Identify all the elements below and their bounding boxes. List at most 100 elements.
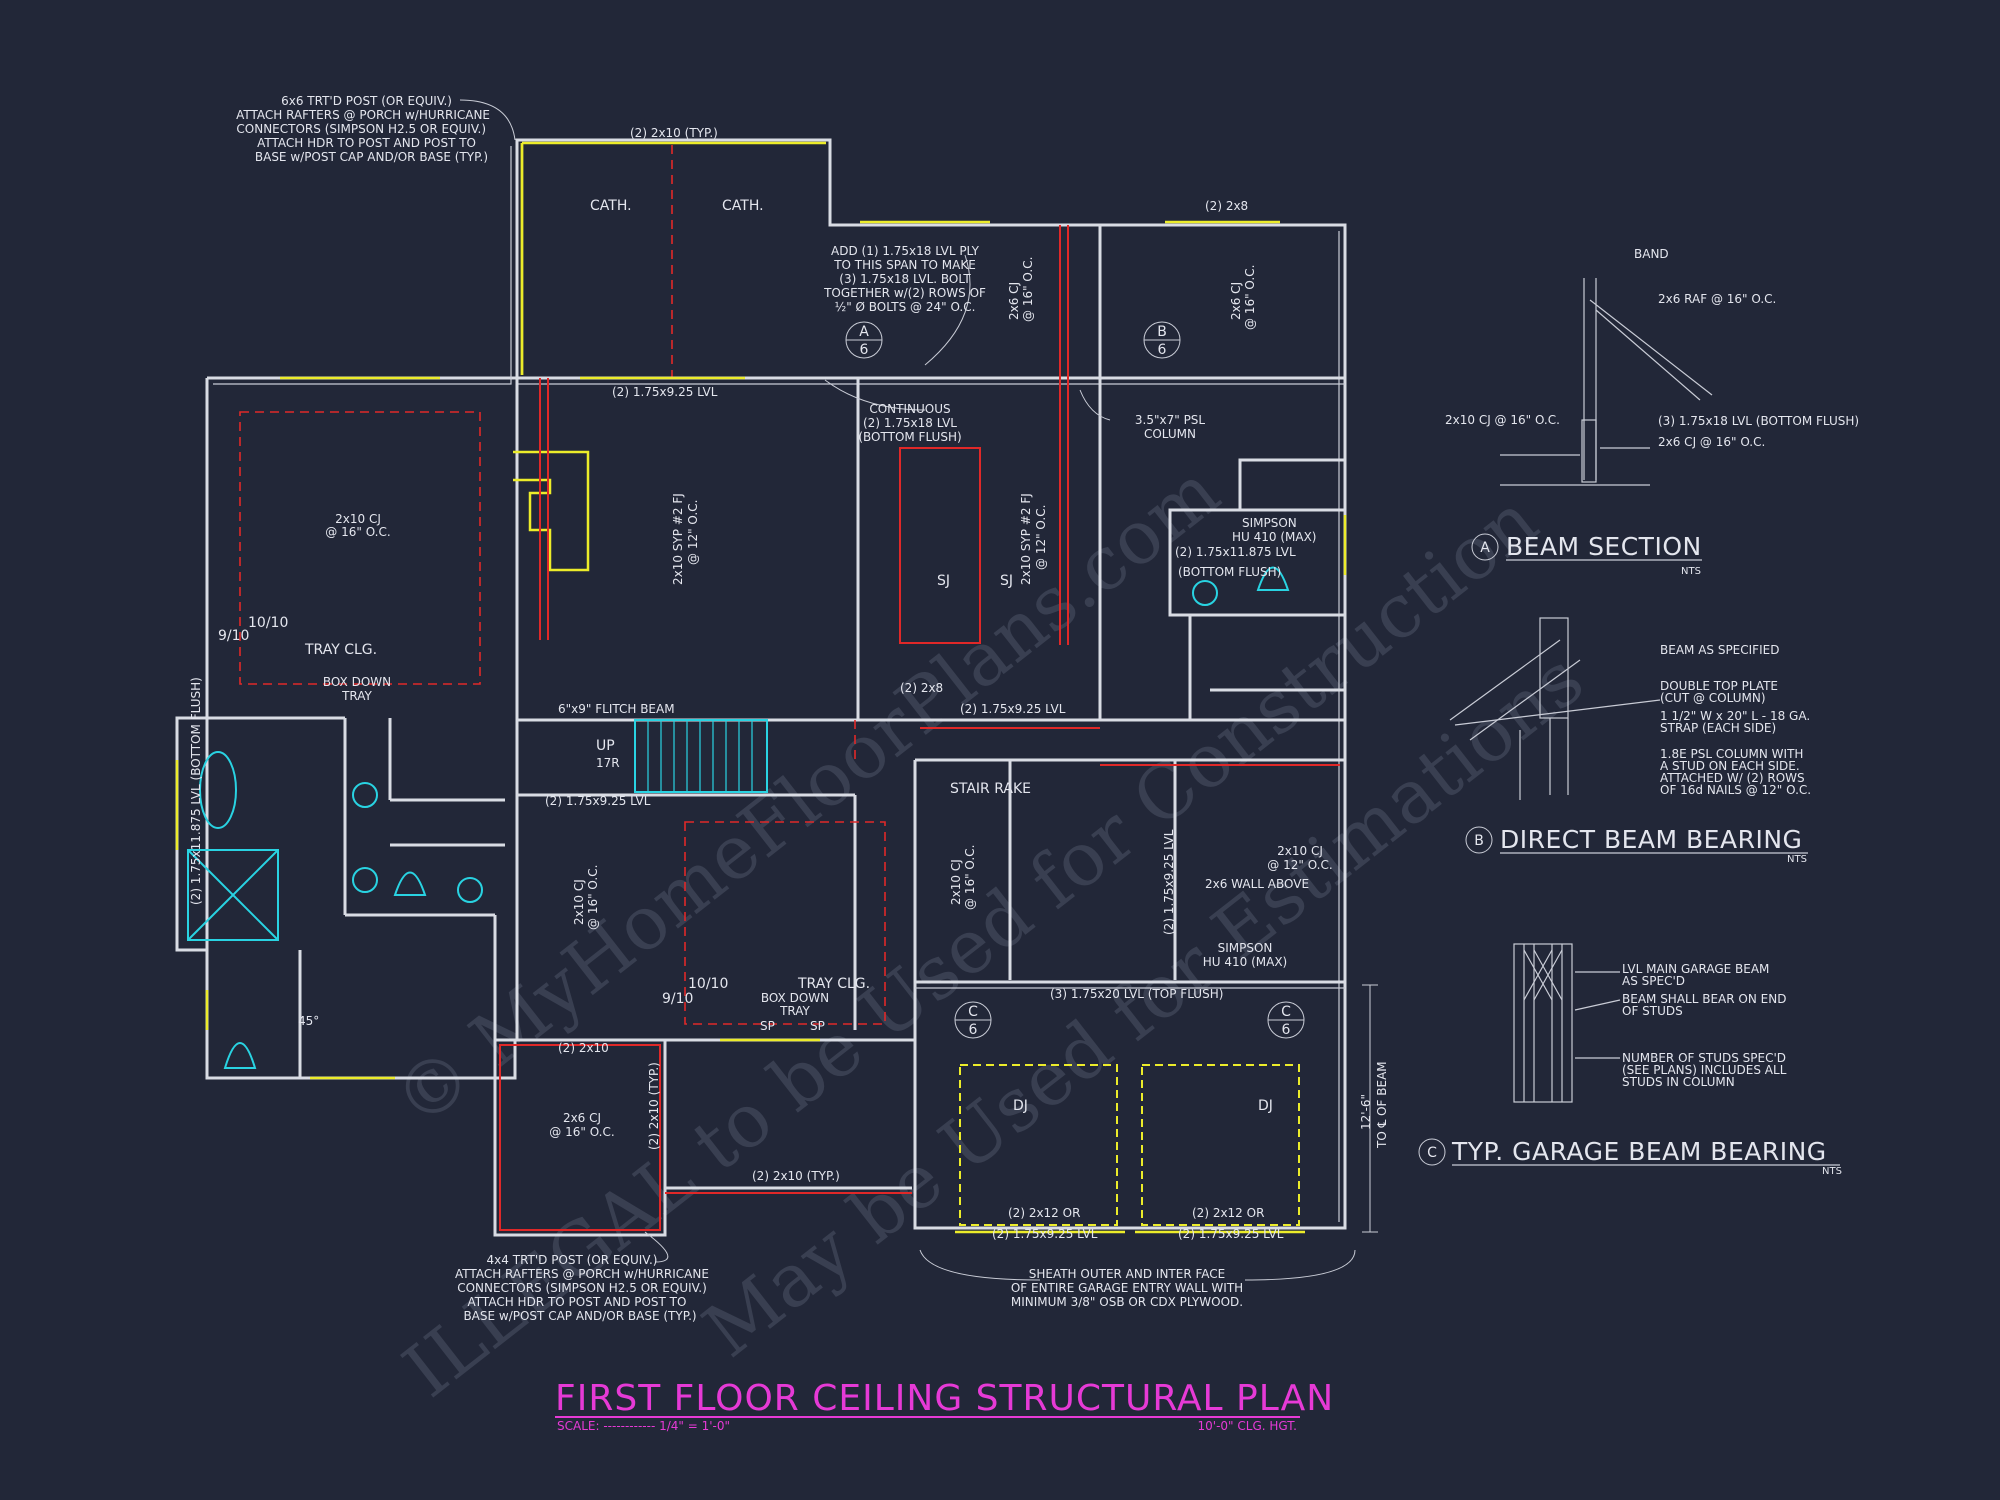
label-bottom-flush: (BOTTOM FLUSH)	[1178, 565, 1281, 579]
note-lvl-add-2: TO THIS SPAN TO MAKE	[833, 258, 976, 272]
marker-c2-letter: C	[1281, 1004, 1291, 1020]
label-sp-1: SP	[760, 1019, 775, 1033]
detail-a-title: BEAM SECTION	[1506, 532, 1702, 561]
label-simpson-2b: HU 410 (MAX)	[1203, 955, 1288, 969]
label-lvl-top-beam: (2) 1.75x9.25 LVL	[612, 385, 718, 399]
label-dim-910-2: 9/10	[662, 991, 693, 1007]
detail-a-callout-cj: 2x10 CJ @ 16" O.C.	[1445, 413, 1560, 427]
label-tray-clg-1: TRAY CLG.	[304, 642, 377, 658]
label-hdr-2x8-mid: (2) 2x8	[900, 681, 943, 695]
label-garage-hdr-1b: (2) 1.75x9.25 LVL	[992, 1227, 1098, 1241]
label-simpson-2: SIMPSON	[1218, 941, 1273, 955]
note-porch-post-bot-2: ATTACH RAFTERS @ PORCH w/HURRICANE	[455, 1267, 709, 1281]
label-garage-hdr-2: (2) 2x12 OR	[1192, 1206, 1264, 1220]
plan-labels: CATH. CATH. (2) 2x10 (TYP.) (2) 2x8 (2) …	[189, 126, 1333, 1241]
note-porch-post-top-5: BASE w/POST CAP AND/OR BASE (TYP.)	[255, 150, 488, 164]
label-tray-1: TRAY	[341, 689, 372, 703]
section-marker-b[interactable]: B 6	[1143, 321, 1181, 359]
label-typ-2x10-top: (2) 2x10 (TYP.)	[630, 126, 718, 140]
label-garage-hdr-1: (2) 2x12 OR	[1008, 1206, 1080, 1220]
label-cj-16-garage2: @ 16" O.C.	[963, 845, 977, 910]
note-porch-post-top-3: CONNECTORS (SIMPSON H2.5 OR EQUIV.)	[236, 122, 486, 136]
label-stair-rake: STAIR RAKE	[950, 781, 1031, 797]
note-porch-post-top-4: ATTACH HDR TO POST AND POST TO	[257, 136, 476, 150]
detail-b-letter: B	[1474, 833, 1484, 849]
label-cj-16-a: 2x10 CJ	[335, 512, 381, 526]
note-sheath-2: OF ENTIRE GARAGE ENTRY WALL WITH	[1011, 1281, 1243, 1295]
label-cath-right: CATH.	[722, 198, 764, 214]
detail-b-nts: NTS	[1787, 854, 1807, 865]
label-cj-16-mid2: @ 16" O.C.	[586, 865, 600, 930]
detail-c-callout-4: OF STUDS	[1622, 1004, 1683, 1018]
section-marker-c-right[interactable]: C 6	[1267, 1001, 1305, 1039]
stairs[interactable]	[634, 719, 768, 793]
label-sj-2: SJ	[1000, 573, 1013, 589]
marker-a-sheet: 6	[860, 342, 869, 358]
note-sheath-1: SHEATH OUTER AND INTER FACE	[1029, 1267, 1226, 1281]
label-dim-1010-2: 10/10	[688, 976, 728, 992]
note-lvl-add-3: (3) 1.75x18 LVL. BOLT	[839, 272, 971, 286]
label-dim-910-1: 9/10	[218, 628, 249, 644]
label-cj-16-garage: 2x10 CJ	[949, 859, 963, 905]
windows	[175, 143, 1347, 1234]
label-sj-1: SJ	[937, 573, 950, 589]
marker-a-letter: A	[859, 324, 869, 340]
label-box-down-1: BOX DOWN	[323, 675, 391, 689]
label-tray-clg-2: TRAY CLG.	[797, 976, 870, 992]
detail-c-callout-2: AS SPEC'D	[1622, 974, 1685, 988]
label-fj-12: 2x10 SYP #2 FJ	[671, 493, 685, 585]
detail-b-callout-7: A STUD ON EACH SIDE.	[1660, 759, 1800, 773]
detail-a-callout-band: BAND	[1634, 247, 1669, 261]
section-marker-c-left[interactable]: C 6	[954, 1001, 992, 1039]
note-garage-dim-1: 12'-6"	[1359, 1094, 1373, 1130]
label-typ-2x10-v: (2) 2x10 (TYP.)	[647, 1062, 661, 1150]
detail-b-direct-beam-bearing: BEAM AS SPECIFIED DOUBLE TOP PLATE (CUT …	[1449, 617, 1811, 865]
detail-a-letter: A	[1480, 540, 1490, 556]
label-sp-2: SP	[810, 1019, 825, 1033]
plan-ceiling-height: 10'-0" CLG. HGT.	[1198, 1419, 1297, 1433]
note-porch-post-top-2: ATTACH RAFTERS @ PORCH w/HURRICANE	[236, 108, 490, 122]
note-continuous-2: (2) 1.75x18 LVL	[863, 416, 957, 430]
label-cj-2x6-a2: @ 16" O.C.	[1021, 257, 1035, 322]
detail-b-callout-9: OF 16d NAILS @ 12" O.C.	[1660, 783, 1811, 797]
marker-b-letter: B	[1157, 324, 1167, 340]
detail-a-callout-raf: 2x6 RAF @ 16" O.C.	[1658, 292, 1776, 306]
note-continuous-1: CONTINUOUS	[869, 402, 950, 416]
note-porch-post-bot-3: CONNECTORS (SIMPSON H2.5 OR EQUIV.)	[457, 1281, 707, 1295]
detail-a-beam-section: BAND 2x6 RAF @ 16" O.C. 2x10 CJ @ 16" O.…	[1445, 247, 1859, 577]
garage-doors	[959, 1064, 1300, 1226]
detail-c-callout-6: (SEE PLANS) INCLUDES ALL	[1622, 1063, 1787, 1077]
label-flitch: 6"x9" FLITCH BEAM	[558, 702, 675, 716]
marker-c1-sheet: 6	[969, 1022, 978, 1038]
label-box-down-2: BOX DOWN	[761, 991, 829, 1005]
label-cj-2x6-b: 2x6 CJ	[1229, 282, 1243, 320]
marker-b-sheet: 6	[1158, 342, 1167, 358]
plan-scale: SCALE: ------------ 1/4" = 1'-0"	[557, 1419, 730, 1433]
label-simpson-1b: HU 410 (MAX)	[1232, 530, 1317, 544]
label-hdr-2x8-top: (2) 2x8	[1205, 199, 1248, 213]
label-lvl-left-v: (2) 1.75x11.875 LVL (BOTTOM FLUSH)	[189, 677, 203, 905]
label-garage-hdr-2b: (2) 1.75x9.25 LVL	[1178, 1227, 1284, 1241]
label-wall-above: 2x6 WALL ABOVE	[1205, 877, 1309, 891]
section-marker-a[interactable]: A 6	[845, 321, 883, 359]
note-garage-dim-2: TO ℄ OF BEAM	[1375, 1061, 1389, 1149]
label-tread: 17R	[596, 756, 620, 770]
label-fj-12b: @ 12" O.C.	[686, 500, 700, 565]
label-lvl-right-v: (2) 1.75x9.25 LVL	[1162, 829, 1176, 935]
label-up: UP	[596, 738, 615, 754]
label-typ-2x10-bot: (2) 2x10 (TYP.)	[752, 1169, 840, 1183]
detail-a-callout-lvl: (3) 1.75x18 LVL (BOTTOM FLUSH)	[1658, 414, 1859, 428]
note-continuous-3: (BOTTOM FLUSH)	[858, 430, 961, 444]
note-lvl-add-4: TOGETHER w/(2) ROWS OF	[823, 286, 986, 300]
tray-ceilings	[239, 225, 1340, 1025]
note-porch-post-top-1: 6x6 TRT'D POST (OR EQUIV.)	[281, 94, 452, 108]
note-lvl-add-1: ADD (1) 1.75x18 LVL PLY	[831, 244, 980, 258]
detail-b-title: DIRECT BEAM BEARING	[1500, 825, 1802, 854]
note-porch-post-bot-4: ATTACH HDR TO POST AND POST TO	[468, 1295, 687, 1309]
plan-notes: 6x6 TRT'D POST (OR EQUIV.) ATTACH RAFTER…	[236, 94, 1389, 1323]
detail-b-callout-5: STRAP (EACH SIDE)	[1660, 721, 1776, 735]
label-fj-12c: 2x10 SYP #2 FJ	[1019, 493, 1033, 585]
label-lvl-925-left: (2) 1.75x9.25 LVL	[545, 794, 651, 808]
label-cj-2x6-a: 2x6 CJ	[1007, 282, 1021, 320]
label-hdr-2x10-bot: (2) 2x10	[558, 1041, 609, 1055]
